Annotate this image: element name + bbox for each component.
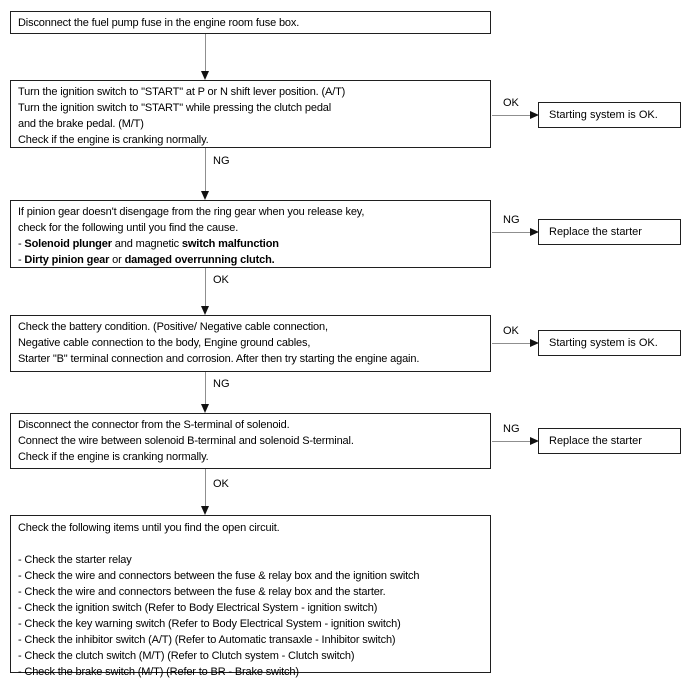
step-6-check-item: - Check the wire and connectors between … (18, 570, 420, 582)
branch-2-result-box: Replace the starter (538, 219, 681, 245)
branch-3-result-box: Starting system is OK. (538, 330, 681, 356)
connector-down-5-label: OK (213, 478, 229, 490)
connector-down-3-label: OK (213, 274, 229, 286)
flow-step-4: Check the battery condition. (Positive/ … (10, 315, 491, 372)
step-2-text: Check if the engine is cranking normally… (18, 134, 209, 146)
step-6-check-item: - Check the wire and connectors between … (18, 586, 386, 598)
flow-step-6: Check the following items until you find… (10, 515, 491, 678)
flow-step-5: Disconnect the connector from the S-term… (10, 413, 491, 469)
connector-down-1-line (205, 34, 206, 72)
flow-step-3: If pinion gear doesn't disengage from th… (10, 200, 491, 268)
flow-step-2: Turn the ignition switch to "START" at P… (10, 80, 491, 148)
arrow-down-icon (201, 191, 209, 200)
connector-down-2-label: NG (213, 155, 230, 167)
connector-down-4-label: NG (213, 378, 230, 390)
step-4-text: Starter "B" terminal connection and corr… (18, 353, 420, 365)
branch-4-label: NG (503, 423, 520, 435)
branch-3-line (492, 343, 531, 344)
step-2-text: and the brake pedal. (M/T) (18, 118, 144, 130)
step-3-text: check for the following until you find t… (18, 222, 239, 234)
branch-4-result-box: Replace the starter (538, 428, 681, 454)
step-3-text: - Dirty pinion gear or damaged overrunni… (18, 254, 275, 266)
flow-step-1: Disconnect the fuel pump fuse in the eng… (10, 11, 491, 34)
step-5-text: Connect the wire between solenoid B-term… (18, 435, 354, 447)
branch-2-line (492, 232, 531, 233)
arrow-right-icon (530, 437, 539, 445)
connector-down-5-line (205, 469, 206, 507)
step-4-text: Check the battery condition. (Positive/ … (18, 321, 328, 333)
step-1-text: Disconnect the fuel pump fuse in the eng… (18, 17, 300, 29)
branch-4-line (492, 441, 531, 442)
step-6-check-item: - Check the brake switch (M/T) (Refer to… (18, 666, 299, 678)
step-3-text: - Solenoid plunger and magnetic switch m… (18, 238, 279, 250)
arrow-down-icon (201, 404, 209, 413)
branch-3-label: OK (503, 325, 519, 337)
connector-down-3-line (205, 268, 206, 307)
branch-1-label: OK (503, 97, 519, 109)
step-6-text: Check the following items until you find… (18, 522, 280, 534)
step-6-check-item: - Check the ignition switch (Refer to Bo… (18, 602, 378, 614)
step-2-text: Turn the ignition switch to "START" at P… (18, 86, 346, 98)
branch-1-result-box: Starting system is OK. (538, 102, 681, 128)
step-4-text: Negative cable connection to the body, E… (18, 337, 311, 349)
arrow-down-icon (201, 306, 209, 315)
arrow-right-icon (530, 339, 539, 347)
step-6-blank-line (18, 536, 488, 552)
step-5-text: Disconnect the connector from the S-term… (18, 419, 290, 431)
connector-down-2-line (205, 148, 206, 192)
step-6-check-item: - Check the key warning switch (Refer to… (18, 618, 401, 630)
step-5-text: Check if the engine is cranking normally… (18, 451, 209, 463)
step-6-check-item: - Check the clutch switch (M/T) (Refer t… (18, 650, 355, 662)
step-6-check-item: - Check the starter relay (18, 554, 132, 566)
arrow-right-icon (530, 228, 539, 236)
arrow-right-icon (530, 111, 539, 119)
branch-2-label: NG (503, 214, 520, 226)
branch-1-line (492, 115, 531, 116)
step-6-check-item: - Check the inhibitor switch (A/T) (Refe… (18, 634, 396, 646)
connector-down-4-line (205, 372, 206, 405)
step-2-text: Turn the ignition switch to "START" whil… (18, 102, 332, 114)
arrow-down-icon (201, 71, 209, 80)
arrow-down-icon (201, 506, 209, 515)
step-3-text: If pinion gear doesn't disengage from th… (18, 206, 365, 218)
